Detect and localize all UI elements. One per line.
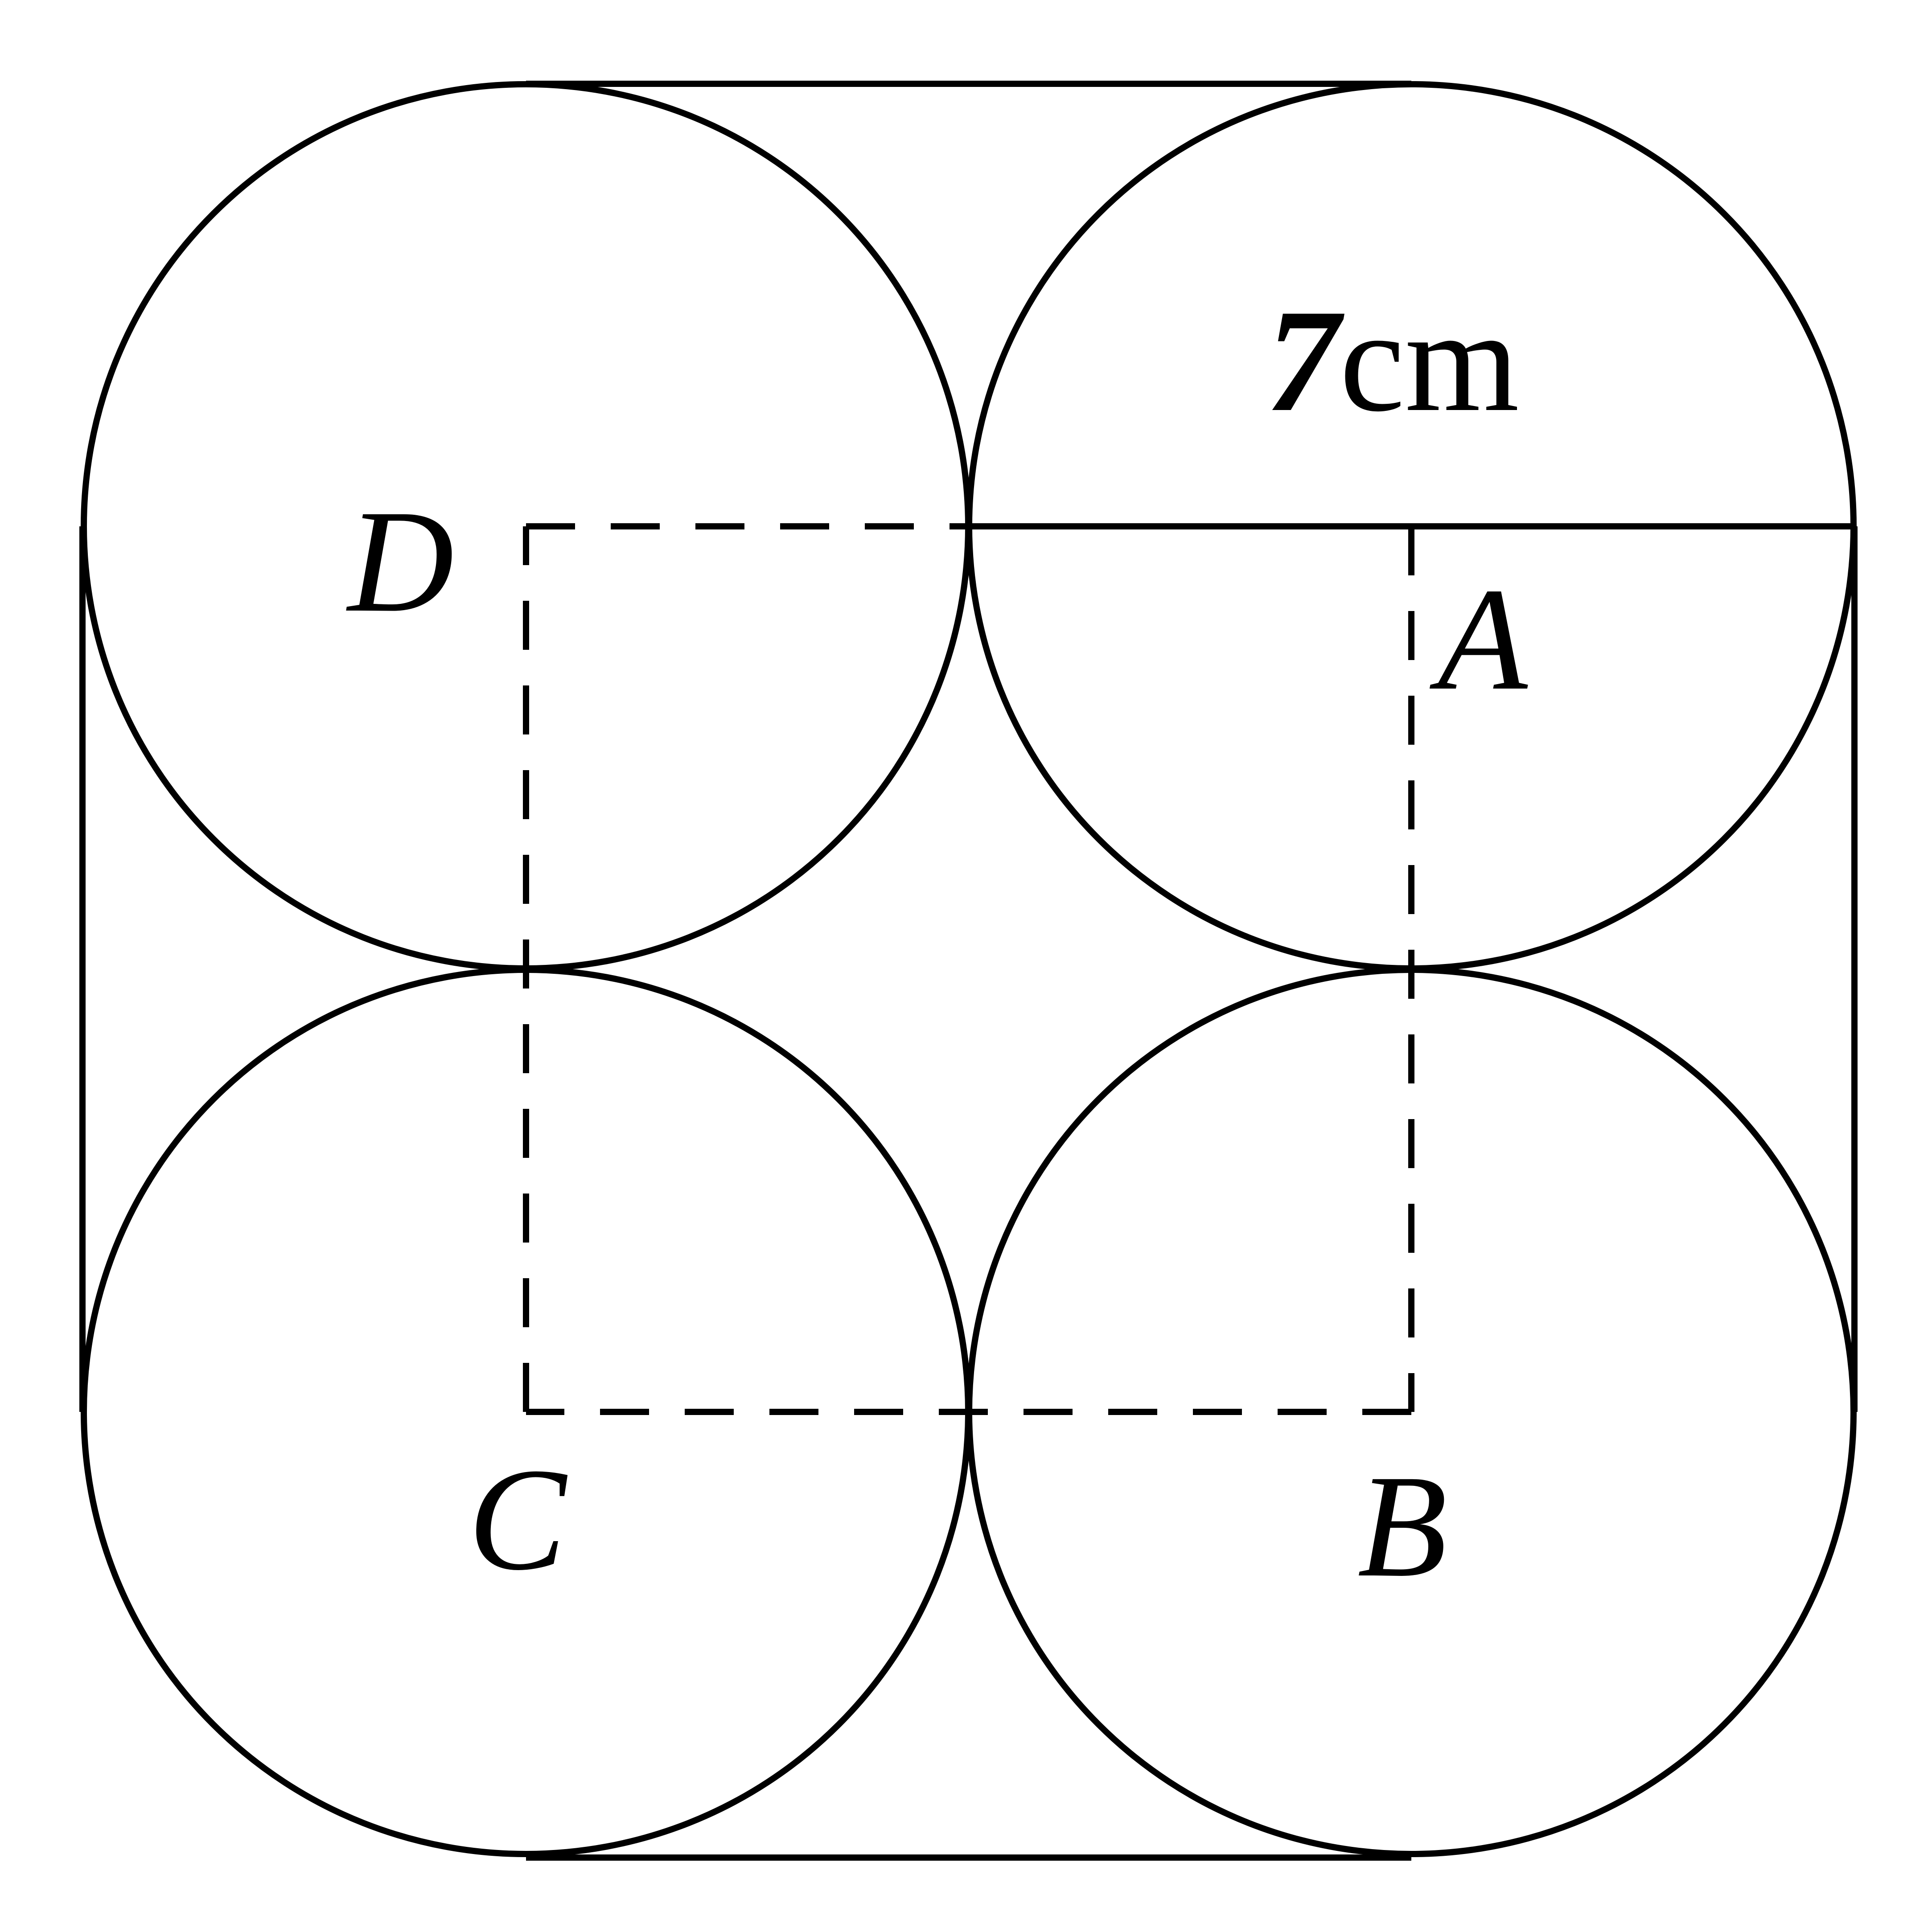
vertex-label-c: C: [468, 1438, 569, 1601]
vertex-label-b: B: [1357, 1445, 1447, 1608]
vertex-label-a: A: [1428, 558, 1529, 721]
dimension-label: 7cm: [1266, 279, 1519, 442]
vertex-label-d: D: [345, 480, 454, 643]
dimension-value: 7: [1266, 279, 1346, 442]
dimension-unit: cm: [1340, 279, 1519, 442]
